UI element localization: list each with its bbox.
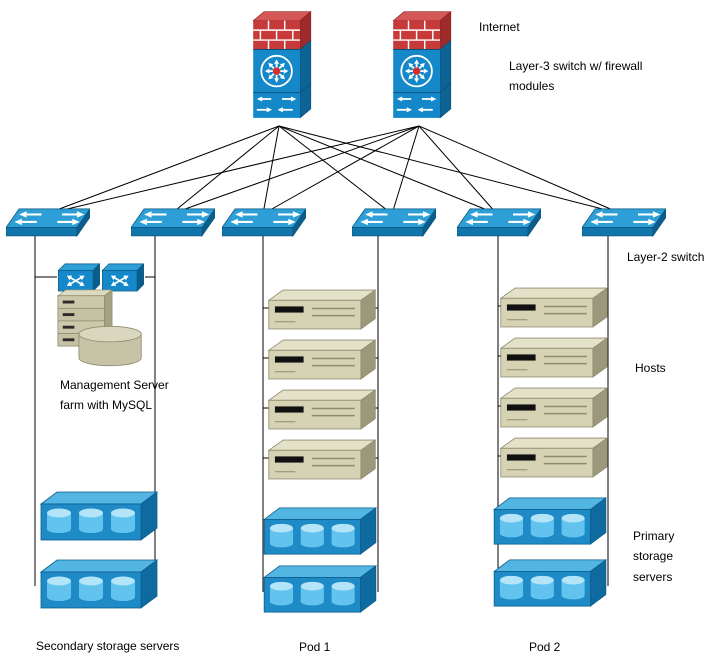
- secondary-storage-server-icon: [36, 558, 162, 612]
- layer2-switch-icon: [582, 204, 666, 238]
- database-cylinder-icon: [74, 324, 148, 368]
- secondary-storage-label: Secondary storage servers: [36, 639, 180, 653]
- layer2-switch-label: Layer-2 switch: [627, 250, 705, 264]
- layer2-switch-icon: [222, 204, 306, 238]
- host-server-icon: [264, 338, 378, 381]
- secondary-storage-server-icon: [36, 490, 162, 544]
- management-farm-label: Management Server farm with MySQL: [60, 378, 169, 413]
- host-server-icon: [496, 336, 610, 379]
- layer2-switch-icon: [131, 204, 215, 238]
- layer2-switch-icon: [352, 204, 436, 238]
- primary-storage-server-icon: [490, 558, 610, 610]
- pod2-label: Pod 2: [529, 640, 561, 654]
- pod1-label: Pod 1: [299, 640, 331, 654]
- primary-storage-server-icon: [260, 564, 380, 616]
- layer3-firewall-switch-icon: [386, 8, 458, 127]
- layer3-firewall-switch-icon: [246, 8, 318, 127]
- host-server-icon: [496, 386, 610, 429]
- host-server-icon: [496, 286, 610, 329]
- host-server-icon: [496, 436, 610, 479]
- host-server-icon: [264, 438, 378, 481]
- internet-label: Internet: [479, 20, 520, 34]
- layer3-switch-label: Layer-3 switch w/ firewall modules: [509, 59, 643, 94]
- layer2-switch-icon: [457, 204, 541, 238]
- host-server-icon: [264, 288, 378, 331]
- primary-storage-label: Primary storage servers: [633, 529, 675, 584]
- primary-storage-server-icon: [260, 506, 380, 558]
- primary-storage-server-icon: [490, 496, 610, 548]
- host-server-icon: [264, 388, 378, 431]
- layer2-switch-icon: [6, 204, 90, 238]
- hosts-label: Hosts: [635, 361, 666, 375]
